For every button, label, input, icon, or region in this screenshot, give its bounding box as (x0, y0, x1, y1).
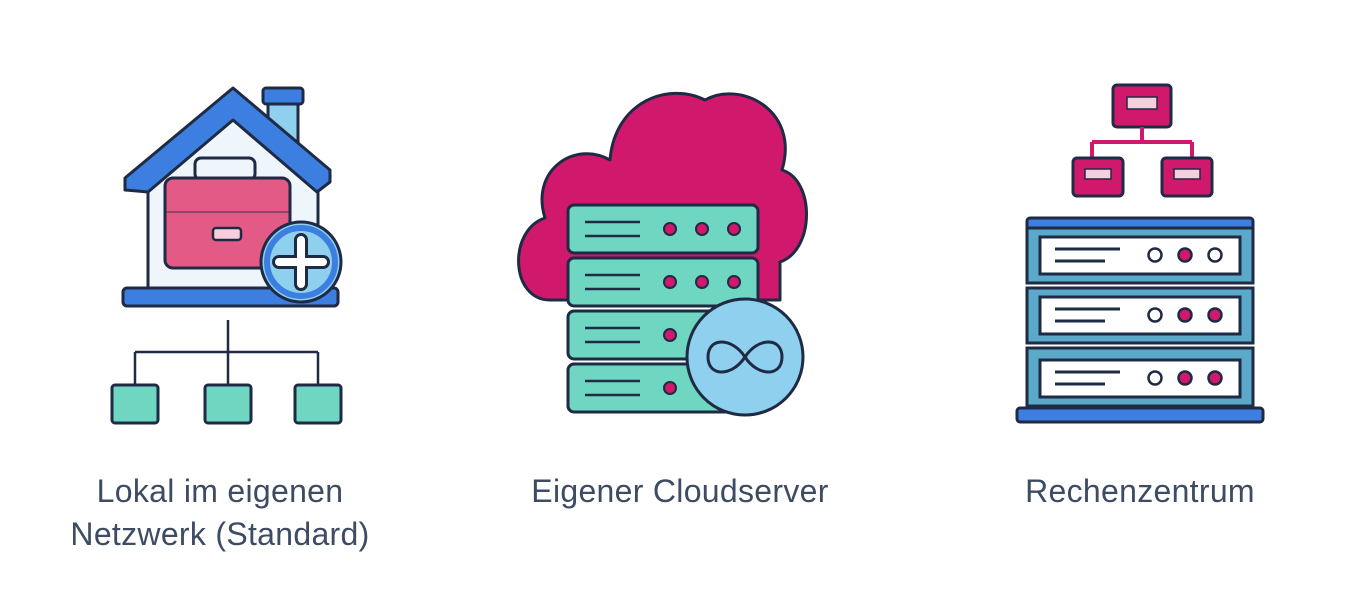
home-office-network-icon (110, 86, 343, 425)
label-line: Lokal im eigenen (96, 473, 344, 509)
option-cloud-server[interactable] (510, 0, 820, 440)
server-unit (566, 256, 760, 308)
datacenter-server-rack-icon (1015, 83, 1265, 424)
option-cloud-server-label: Eigener Cloudserver (480, 470, 880, 513)
label-line: Netzwerk (Standard) (70, 516, 370, 552)
label-line: Eigener Cloudserver (531, 473, 829, 509)
rack-unit (1025, 346, 1255, 408)
rack-unit (1025, 286, 1255, 345)
label-line: Rechenzentrum (1025, 473, 1255, 509)
option-datacenter-label: Rechenzentrum (970, 470, 1310, 513)
cloud-server-icon (517, 91, 808, 417)
rack-unit (1025, 226, 1255, 285)
option-local-network-label: Lokal im eigenen Netzwerk (Standard) (40, 470, 400, 556)
server-unit (566, 203, 760, 255)
option-local-network[interactable] (90, 0, 380, 440)
option-datacenter[interactable] (1000, 0, 1280, 440)
